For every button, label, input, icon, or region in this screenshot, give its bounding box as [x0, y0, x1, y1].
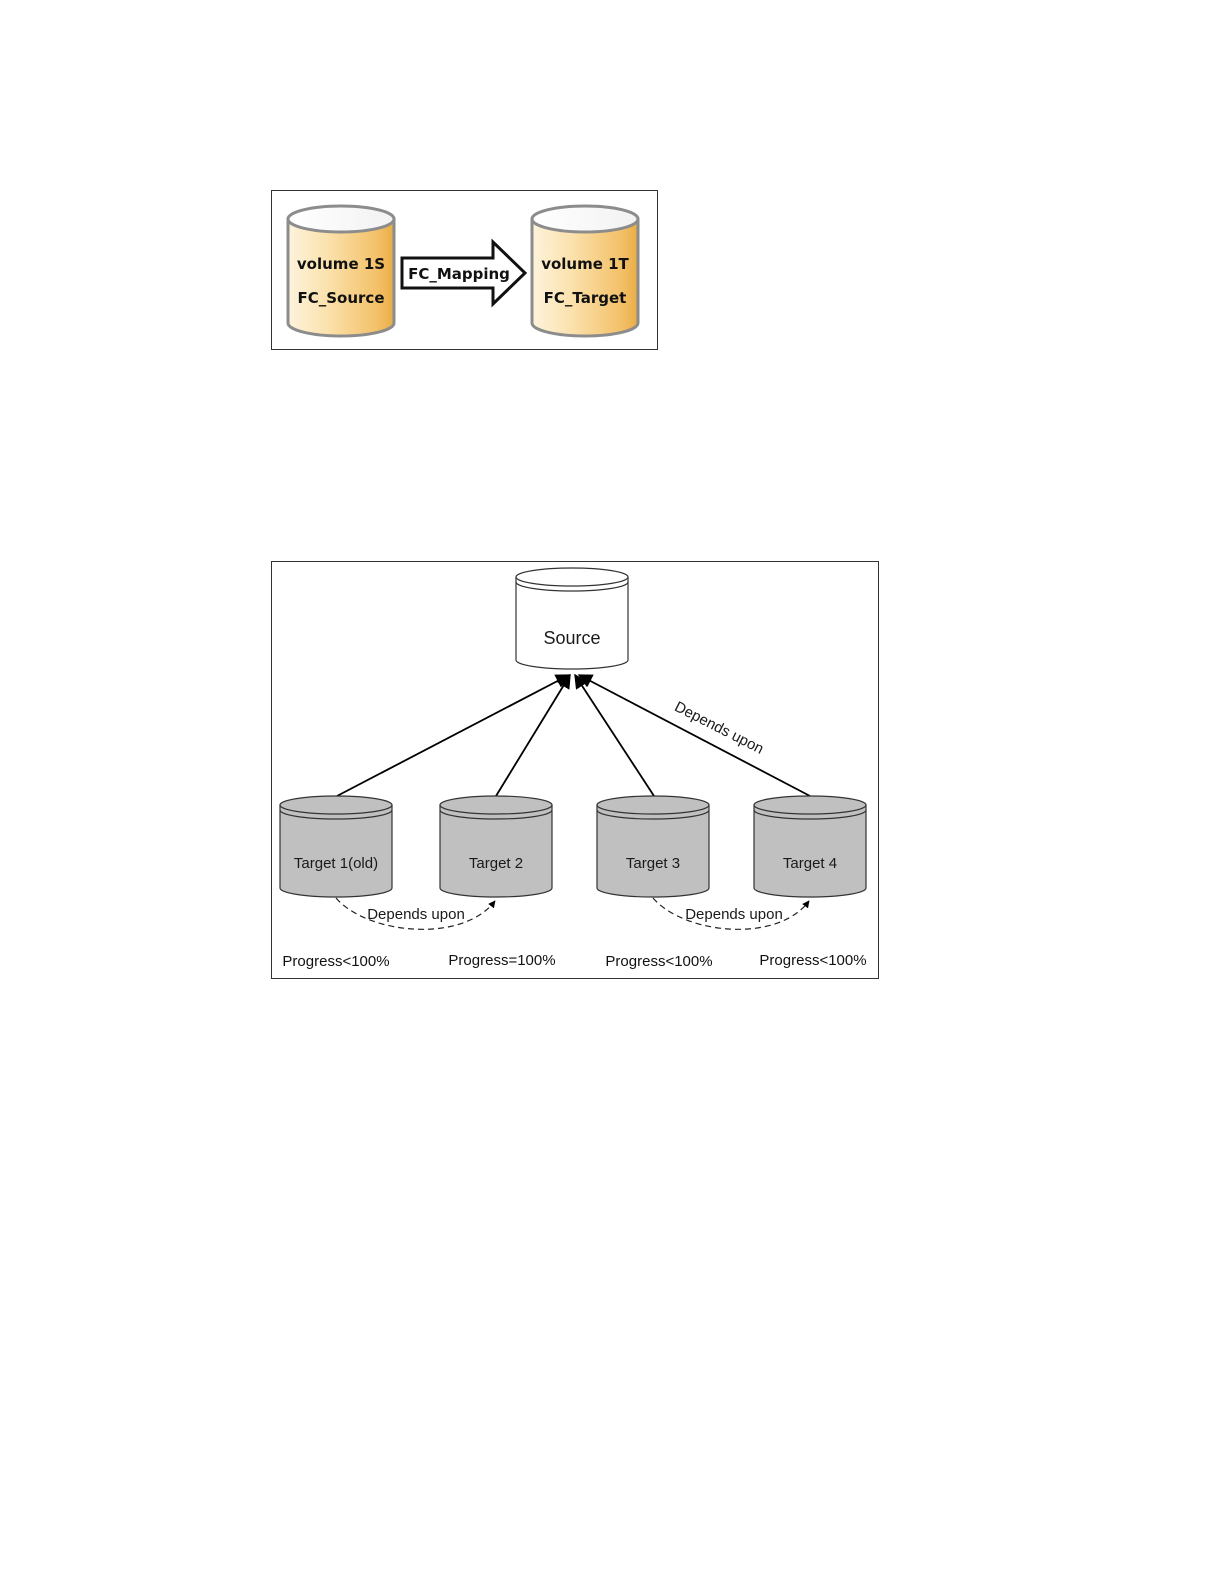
target-4-progress: Progress<100% [759, 952, 866, 969]
source-volume-cylinder: volume 1S FC_Source [288, 206, 394, 336]
target-volume-role: FC_Target [544, 289, 627, 307]
target-4-label: Target 4 [783, 855, 837, 872]
target-cylinder-3: Target 3 [597, 796, 709, 897]
target-cylinder-4: Target 4 [754, 796, 866, 897]
dependency-figure: Source Depends upon Target 1(old) Target… [271, 561, 879, 979]
source-label: Source [543, 628, 600, 648]
target-1-label: Target 1(old) [294, 855, 378, 872]
dependency-arc-1-2: Depends upon [336, 898, 495, 929]
target-2-label: Target 2 [469, 855, 523, 872]
fc-mapping-label: FC_Mapping [408, 265, 510, 283]
depends-upon-label-3-4: Depends upon [685, 906, 783, 923]
fc-mapping-arrow: FC_Mapping [402, 242, 525, 304]
dependency-arrows: Depends upon [337, 675, 810, 796]
source-volume-role: FC_Source [297, 289, 384, 307]
fc-mapping-diagram: volume 1S FC_Source FC_Mapping volume 1T… [272, 191, 659, 351]
source-cylinder: Source [516, 568, 628, 669]
target-volume-cylinder: volume 1T FC_Target [532, 206, 638, 336]
fc-mapping-figure: volume 1S FC_Source FC_Mapping volume 1T… [271, 190, 658, 350]
target-volume-name: volume 1T [541, 255, 629, 273]
dependency-arc-3-4: Depends upon [653, 898, 809, 929]
target-1-progress: Progress<100% [282, 953, 389, 970]
target-cylinder-2: Target 2 [440, 796, 552, 897]
target-2-progress: Progress=100% [448, 952, 555, 969]
target-cylinder-1: Target 1(old) [280, 796, 392, 897]
target-3-progress: Progress<100% [605, 953, 712, 970]
source-volume-name: volume 1S [297, 255, 385, 273]
arrow-target1-to-source [337, 675, 569, 796]
target-3-label: Target 3 [626, 855, 680, 872]
depends-upon-label-1-2: Depends upon [367, 906, 465, 923]
dependency-diagram: Source Depends upon Target 1(old) Target… [272, 562, 880, 980]
